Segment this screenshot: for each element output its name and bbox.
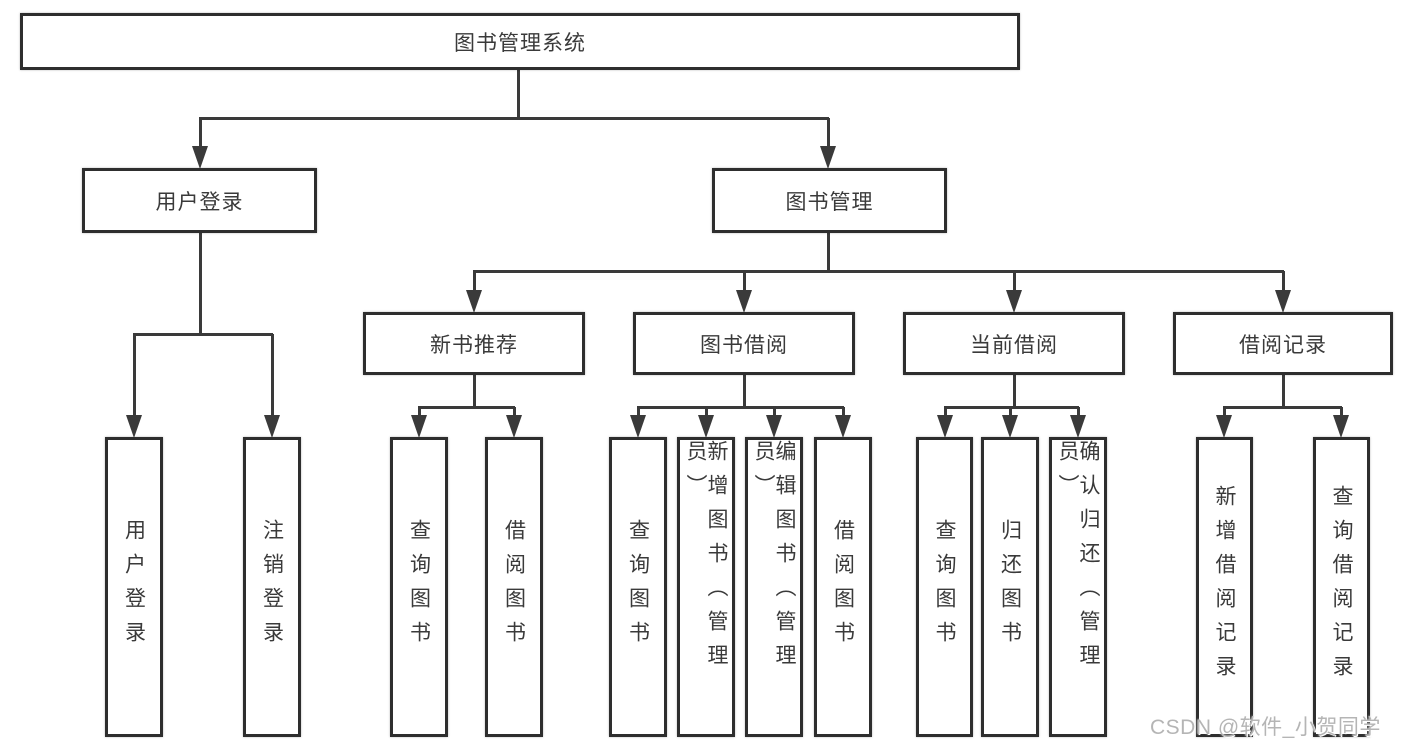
leaf-borrow-borrow-books: 借阅图书 xyxy=(814,437,872,737)
connector-hline xyxy=(133,333,273,336)
arrow-down-icon xyxy=(192,146,208,169)
connector-vline xyxy=(1013,375,1016,408)
leaf-add-borrow-record: 新增借阅记录 xyxy=(1196,437,1253,737)
connector-vline xyxy=(473,375,476,408)
node-root: 图书管理系统 xyxy=(20,13,1020,70)
node-book-borrow-label: 图书借阅 xyxy=(700,333,788,357)
leaf-return-books-label: 归还图书 xyxy=(998,519,1022,655)
connector-vline xyxy=(199,118,202,148)
connector-vline xyxy=(473,271,476,292)
arrow-down-icon xyxy=(1070,415,1086,438)
leaf-add-book-admin-label: 新增图书（管理员） xyxy=(684,440,728,678)
leaf-recommend-query-books: 查询图书 xyxy=(390,437,448,737)
connector-vline xyxy=(133,334,136,418)
leaf-borrow-query-books: 查询图书 xyxy=(609,437,667,737)
leaf-confirm-return-admin: 确认归还（管理员） xyxy=(1049,437,1107,737)
leaf-current-query-books-label: 查询图书 xyxy=(933,519,956,655)
leaf-return-books: 归还图书 xyxy=(981,437,1039,737)
connector-vline xyxy=(517,69,520,118)
arrow-down-icon xyxy=(835,415,851,438)
node-book-borrow: 图书借阅 xyxy=(633,312,855,375)
arrow-down-icon xyxy=(736,290,752,313)
connector-vline xyxy=(1282,375,1285,408)
leaf-recommend-query-books-label: 查询图书 xyxy=(407,519,431,655)
connector-vline xyxy=(1340,407,1343,418)
leaf-user-login-label: 用户登录 xyxy=(122,519,146,655)
connector-vline xyxy=(637,407,640,418)
arrow-down-icon xyxy=(1275,290,1291,313)
arrow-down-icon xyxy=(1006,290,1022,313)
connector-hline xyxy=(199,117,829,120)
arrow-down-icon xyxy=(820,146,836,169)
node-new-book-recommend-label: 新书推荐 xyxy=(430,333,518,357)
arrow-down-icon xyxy=(1333,415,1349,438)
leaf-confirm-return-admin-label: 确认归还（管理员） xyxy=(1056,440,1100,678)
connector-vline xyxy=(1009,407,1012,418)
connector-vline xyxy=(418,407,421,418)
node-book-management: 图书管理 xyxy=(712,168,947,233)
connector-hline xyxy=(473,270,1284,273)
leaf-borrow-query-books-label: 查询图书 xyxy=(626,519,650,655)
connector-vline xyxy=(1077,407,1080,418)
connector-vline xyxy=(827,232,830,272)
arrow-down-icon xyxy=(766,415,782,438)
arrow-down-icon xyxy=(506,415,522,438)
leaf-borrow-borrow-books-label: 借阅图书 xyxy=(831,519,855,655)
node-user-login: 用户登录 xyxy=(82,168,317,233)
node-book-management-label: 图书管理 xyxy=(785,190,874,214)
leaf-logout: 注销登录 xyxy=(243,437,301,737)
connector-hline xyxy=(637,406,844,409)
connector-hline xyxy=(418,406,515,409)
leaf-add-book-admin: 新增图书（管理员） xyxy=(677,437,735,737)
arrow-down-icon xyxy=(1002,415,1018,438)
leaf-edit-book-admin: 编辑图书（管理员） xyxy=(745,437,803,737)
connector-vline xyxy=(743,375,746,408)
leaf-query-borrow-record: 查询借阅记录 xyxy=(1313,437,1370,737)
leaf-query-borrow-record-label: 查询借阅记录 xyxy=(1330,485,1353,689)
arrow-down-icon xyxy=(126,415,142,438)
connector-vline xyxy=(743,271,746,292)
arrow-down-icon xyxy=(264,415,280,438)
node-borrow-records-label: 借阅记录 xyxy=(1239,333,1327,357)
arrow-down-icon xyxy=(411,415,427,438)
leaf-logout-label: 注销登录 xyxy=(260,519,284,655)
connector-vline xyxy=(271,334,274,418)
leaf-edit-book-admin-label: 编辑图书（管理员） xyxy=(752,440,796,678)
node-borrow-records: 借阅记录 xyxy=(1173,312,1393,375)
connector-vline xyxy=(842,407,845,418)
leaf-recommend-borrow-books-label: 借阅图书 xyxy=(502,519,526,655)
connector-vline xyxy=(773,407,776,418)
node-user-login-label: 用户登录 xyxy=(155,190,244,214)
leaf-add-borrow-record-label: 新增借阅记录 xyxy=(1213,485,1236,689)
watermark: CSDN @软件_小贺同学 xyxy=(1150,716,1381,739)
connector-vline xyxy=(827,118,830,148)
node-current-borrow-label: 当前借阅 xyxy=(970,333,1058,357)
arrow-down-icon xyxy=(698,415,714,438)
node-new-book-recommend: 新书推荐 xyxy=(363,312,585,375)
node-current-borrow: 当前借阅 xyxy=(903,312,1125,375)
connector-vline xyxy=(944,407,947,418)
leaf-current-query-books: 查询图书 xyxy=(916,437,973,737)
node-root-label: 图书管理系统 xyxy=(454,31,586,55)
connector-vline xyxy=(513,407,516,418)
connector-vline xyxy=(705,407,708,418)
arrow-down-icon xyxy=(937,415,953,438)
connector-vline xyxy=(199,232,202,335)
arrow-down-icon xyxy=(1216,415,1232,438)
leaf-user-login: 用户登录 xyxy=(105,437,163,737)
connector-vline xyxy=(1013,271,1016,292)
arrow-down-icon xyxy=(466,290,482,313)
arrow-down-icon xyxy=(630,415,646,438)
connector-vline xyxy=(1223,407,1226,418)
connector-vline xyxy=(1282,271,1285,292)
leaf-recommend-borrow-books: 借阅图书 xyxy=(485,437,543,737)
